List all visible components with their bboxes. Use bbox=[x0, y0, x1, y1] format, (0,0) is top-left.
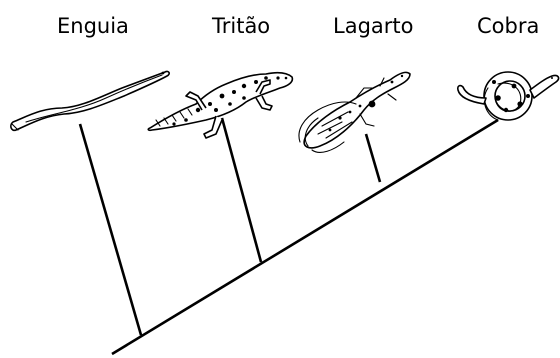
label-eel: Enguia bbox=[57, 14, 129, 38]
branch-eel bbox=[80, 124, 141, 335]
label-lizard: Lagarto bbox=[333, 14, 413, 38]
branch-newt bbox=[222, 118, 261, 262]
cladogram-branches bbox=[80, 118, 498, 354]
main-trunk bbox=[112, 120, 498, 354]
lizard-icon bbox=[299, 72, 410, 152]
newt-icon bbox=[148, 73, 292, 138]
label-newt: Tritão bbox=[211, 14, 270, 38]
branch-lizard bbox=[366, 134, 380, 182]
label-snake: Cobra bbox=[477, 14, 539, 38]
snake-icon bbox=[458, 72, 559, 120]
eel-icon bbox=[11, 71, 169, 130]
